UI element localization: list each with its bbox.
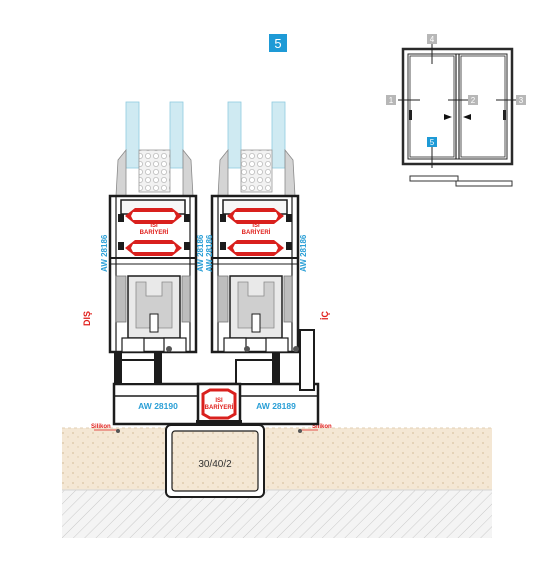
floor	[62, 427, 492, 538]
silicone-left-label: Silikon	[91, 424, 111, 430]
middle-profile-label-b: AW 28186	[205, 234, 214, 272]
silicone-right-label: Silikon	[312, 424, 332, 430]
key-marker-5: 5	[430, 138, 435, 147]
left-barrier-line2: BARİYERİ	[140, 229, 169, 236]
key-plan: 4 1 2 3 5	[386, 34, 526, 187]
tube-label: 30/40/2	[198, 459, 232, 470]
section-badge: 5	[269, 34, 287, 52]
center-barrier-line2: BARİYERİ	[205, 404, 234, 411]
bottom-left-profile-label: AW 28190	[138, 401, 178, 411]
left-sash-profile-label: AW 28186	[100, 234, 109, 272]
support-tube: 30/40/2	[165, 424, 265, 498]
key-marker-1: 1	[389, 96, 394, 105]
right-sash: ISI BARİYERİ AW 28186	[210, 101, 308, 354]
center-barrier-line1: ISI	[215, 398, 223, 404]
outside-label: DIŞ	[82, 311, 92, 326]
right-barrier-line1: ISI	[252, 223, 260, 229]
key-marker-2: 2	[471, 96, 476, 105]
bottom-right-profile-label: AW 28189	[256, 401, 296, 411]
section-badge-number: 5	[274, 36, 281, 51]
inside-label: İÇ	[320, 310, 330, 320]
right-barrier-line2: BARİYERİ	[242, 229, 271, 236]
key-marker-4: 4	[430, 35, 435, 44]
arrow-left-icon	[463, 114, 471, 120]
key-marker-3: 3	[519, 96, 524, 105]
arrow-right-icon	[444, 114, 452, 120]
right-sash-profile-label: AW 28186	[299, 234, 308, 272]
silicone-left: Silikon	[91, 424, 120, 433]
silicone-right: Silikon	[298, 424, 332, 433]
left-sash: ISI BARİYERİ AW 28186	[100, 101, 198, 354]
bottom-frame: AW 28190 AW 28189 ISI BARİYERİ	[112, 329, 320, 426]
left-barrier-line1: ISI	[150, 223, 158, 229]
middle-profile-label-a: AW 28186	[196, 234, 205, 272]
